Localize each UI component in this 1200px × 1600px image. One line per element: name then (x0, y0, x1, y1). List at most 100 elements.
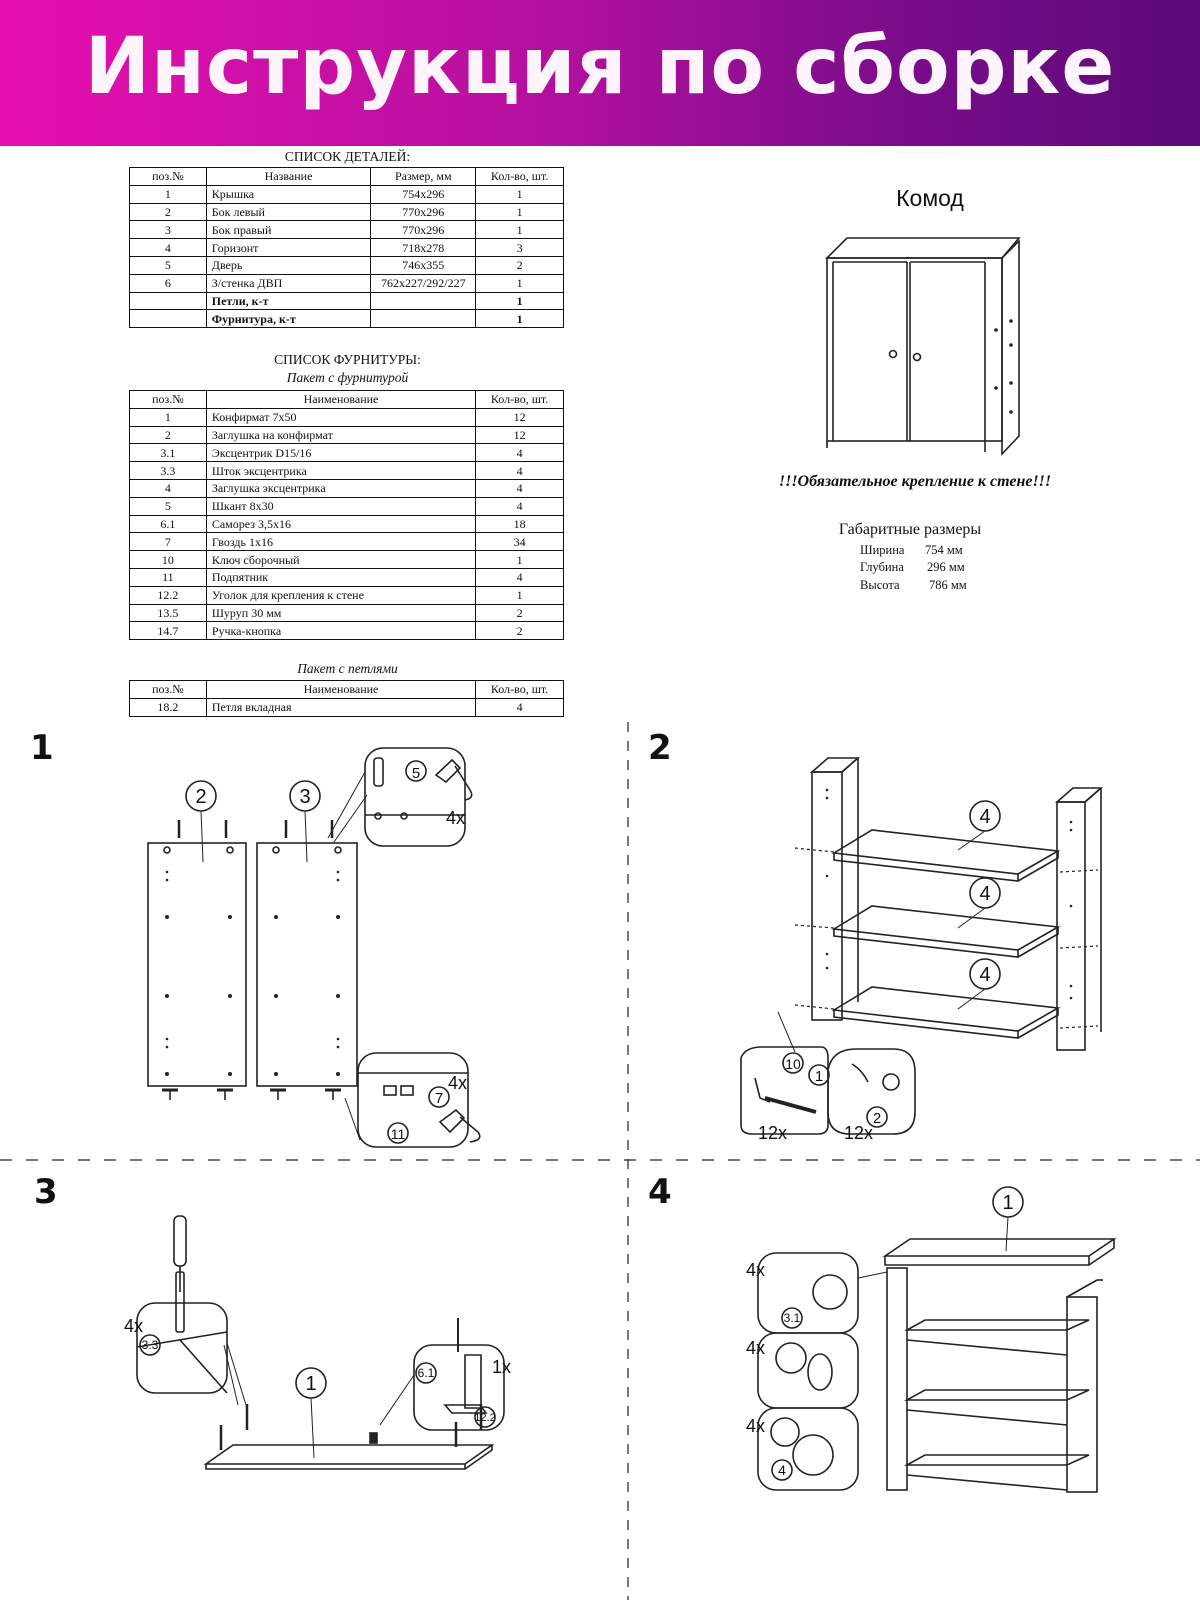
callout-11: 11 (391, 1126, 406, 1142)
name-cell: Шкант 8х30 (205, 496, 477, 516)
qty-cell: 34 (475, 532, 564, 552)
count-label: 12x (844, 1123, 873, 1143)
dimensions-title: Габаритные размеры (838, 521, 982, 538)
step-2-number: 2 (648, 728, 672, 768)
wall-mount-warning: !!!Обязательное крепление к стене!!! (778, 473, 1052, 490)
count-label: 1x (492, 1357, 511, 1377)
name-cell: Горизонт (205, 238, 372, 257)
name-cell: Заглушка эксцентрика (205, 478, 477, 498)
callout-1: 1 (815, 1068, 823, 1085)
callout-4: 4 (778, 1462, 786, 1478)
callout-10: 10 (785, 1056, 801, 1072)
step-2-illustration (740, 757, 1104, 1135)
count-label: 4x (448, 1073, 467, 1093)
step-3-number: 3 (34, 1172, 58, 1212)
step-4-number: 4 (648, 1172, 672, 1212)
step-3-illustration (136, 1215, 505, 1470)
callout-7: 7 (435, 1090, 443, 1107)
dim-value: 754 мм (925, 543, 963, 557)
callout-12-2: 12.2 (474, 1412, 495, 1424)
callout-4: 4 (979, 964, 990, 986)
dim-label: Высота (860, 578, 900, 592)
product-title: Комод (896, 185, 964, 211)
callout-2: 2 (195, 786, 206, 808)
header-banner: Инструкция по сборке (0, 0, 1200, 146)
qty-header: Кол-во, шт. (475, 680, 564, 699)
name-cell: Ручка-кнопка (205, 621, 477, 641)
callout-5: 5 (412, 765, 420, 782)
name-header: Наименование (205, 680, 477, 699)
size-header: Размер, мм (370, 167, 477, 186)
step-1-number: 1 (30, 728, 54, 768)
pos-cell: 3.1 (129, 443, 207, 463)
count-label: 4x (746, 1416, 765, 1436)
callout-4: 4 (979, 883, 990, 905)
name-cell: Петля вкладная (205, 697, 477, 717)
dim-value: 296 мм (927, 560, 965, 574)
dim-value: 786 мм (929, 578, 967, 592)
dim-label: Глубина (860, 560, 904, 574)
hardware-caption: СПИСОК ФУРНИТУРЫ: (274, 352, 421, 367)
name-cell: Шуруп 30 мм (205, 603, 477, 623)
size-cell: 770х296 (370, 202, 477, 222)
callout-2: 2 (873, 1110, 881, 1127)
name-cell: Уголок для крепления к стене (205, 585, 477, 605)
dim-label: Ширина (860, 543, 905, 557)
name-cell: З/стенка ДВП (205, 273, 372, 293)
qty-header: Кол-во, шт. (475, 167, 564, 186)
qty-cell: 4 (475, 697, 564, 717)
count-label: 4x (746, 1338, 765, 1358)
callout-4: 4 (979, 806, 990, 828)
parts-caption: СПИСОК ДЕТАЛЕЙ: (284, 149, 411, 164)
count-label: 4x (446, 808, 465, 828)
callout-6-1: 6.1 (418, 1366, 435, 1380)
hardware-subcaption: Пакет с фурнитурой (286, 370, 409, 385)
callout-1: 1 (1002, 1192, 1013, 1214)
qty-cell: 1 (475, 309, 564, 329)
name-cell: Фурнитура, к-т (205, 309, 372, 329)
chest-drawing (825, 237, 1021, 457)
name-cell: Конфирмат 7х50 (205, 407, 477, 427)
qty-cell: 2 (475, 621, 564, 641)
count-label: 12x (758, 1123, 787, 1143)
callout-3: 3 (299, 786, 310, 808)
table-row: Фурнитура, к-т 1 (129, 309, 564, 329)
count-label: 4x (746, 1260, 765, 1280)
size-cell: 770х296 (370, 220, 477, 240)
name-cell: Бок правый (205, 220, 372, 240)
name-cell: Петли, к-т (205, 291, 372, 311)
qty-cell: 3 (475, 238, 564, 257)
size-cell (370, 309, 477, 329)
page-title: Инструкция по сборке (84, 22, 1116, 112)
name-header: Наименование (205, 390, 477, 409)
step-4-illustration (757, 1186, 1117, 1493)
callout-3-1: 3.1 (784, 1311, 801, 1325)
hinges-subcaption: Пакет с петлями (297, 661, 398, 676)
pos-cell: 14.7 (129, 621, 207, 641)
size-cell: 754х296 (370, 184, 477, 204)
callout-1: 1 (305, 1373, 316, 1395)
step-1-illustration (147, 747, 481, 1148)
count-label: 4x (124, 1316, 143, 1336)
